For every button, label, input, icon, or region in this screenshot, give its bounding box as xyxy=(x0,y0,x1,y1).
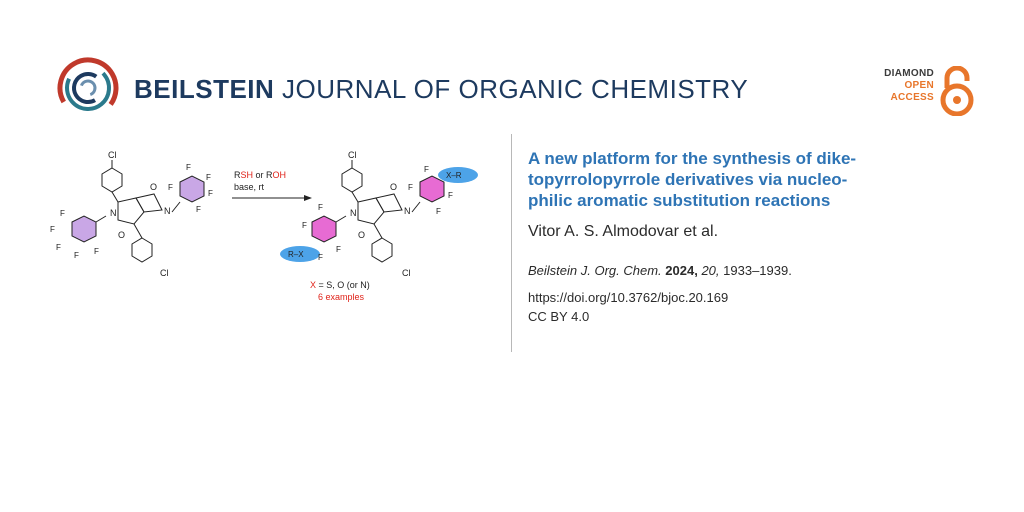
license-text: CC BY 4.0 xyxy=(528,309,590,324)
article-authors: Vitor A. S. Almodovar et al. xyxy=(528,223,719,240)
open-lock-icon xyxy=(940,66,974,116)
p-xr-highlight xyxy=(438,167,478,183)
article-title-line-3: philic aromatic substitution reactions xyxy=(528,191,831,210)
diamond-open-access-badge: DIAMOND OPEN ACCESS xyxy=(876,66,976,116)
article-citation: Beilstein J. Org. Chem. 2024, 20, 1933–1… xyxy=(528,263,998,278)
reaction-scheme: Cl O N N O Cl F F F F F F F F F F RSH or… xyxy=(50,150,478,302)
p-f-6: F xyxy=(302,221,307,230)
oa-line-diamond: DIAMOND xyxy=(884,68,934,79)
journal-header: BEILSTEIN JOURNAL OF ORGANIC CHEMISTRY D… xyxy=(56,56,976,120)
article-info: A new platform for the synthesis of dike… xyxy=(528,148,998,324)
journal-title-rest: JOURNAL OF ORGANIC CHEMISTRY xyxy=(282,74,749,104)
oa-line-open: OPEN xyxy=(904,80,934,91)
p-xr-label: X–R xyxy=(446,171,462,180)
p-f-2: F xyxy=(448,191,453,200)
product: Cl O N N O Cl X–R F F F F R–X F F F F xyxy=(280,150,478,278)
reaction-arrowhead xyxy=(304,195,312,201)
p-n-right: N xyxy=(404,206,411,216)
sm-f-5: F xyxy=(168,183,173,192)
reagent-line-1: RSH or ROH xyxy=(234,170,286,180)
sm-f-7: F xyxy=(50,225,55,234)
p-cl-bottom: Cl xyxy=(402,268,411,278)
sm-f-8: F xyxy=(56,243,61,252)
citation-year: 2024, xyxy=(665,263,698,278)
reaction-arrow-group: RSH or ROH base, rt xyxy=(232,170,312,201)
beilstein-logo-icon xyxy=(57,57,119,119)
p-f-1: F xyxy=(424,165,429,174)
sm-o-top: O xyxy=(150,182,157,192)
sm-f-3: F xyxy=(208,189,213,198)
article-title: A new platform for the synthesis of dike… xyxy=(528,148,998,211)
p-rx-highlight xyxy=(280,246,320,262)
article-title-line-1: A new platform for the synthesis of dike… xyxy=(528,149,857,168)
reagent-line-2: base, rt xyxy=(234,182,265,192)
sm-cl-bottom: Cl xyxy=(160,268,169,278)
doi-link[interactable]: https://doi.org/10.3762/bjoc.20.169 xyxy=(528,290,729,305)
sm-f-2: F xyxy=(206,173,211,182)
examples-count: 6 examples xyxy=(318,292,365,302)
p-f-3: F xyxy=(436,207,441,216)
journal-title: BEILSTEIN JOURNAL OF ORGANIC CHEMISTRY xyxy=(134,74,748,105)
p-f-8: F xyxy=(336,245,341,254)
p-rx-label: R–X xyxy=(288,250,304,259)
citation-journal: Beilstein J. Org. Chem. xyxy=(528,263,662,278)
p-f-7: F xyxy=(318,253,323,262)
sm-f-4: F xyxy=(196,205,201,214)
sm-n-right: N xyxy=(164,206,171,216)
article-title-line-2: topyrrolopyrrole derivatives via nucleo- xyxy=(528,170,848,189)
sm-f-6: F xyxy=(60,209,65,218)
sm-o-bottom: O xyxy=(118,230,125,240)
vertical-divider xyxy=(511,134,512,352)
sm-n-left: N xyxy=(110,208,117,218)
sm-f-10: F xyxy=(94,247,99,256)
sm-f-1: F xyxy=(186,163,191,172)
p-cl-top: Cl xyxy=(348,150,357,160)
p-n-left: N xyxy=(350,208,357,218)
sm-cl-top: Cl xyxy=(108,150,117,160)
p-f-4: F xyxy=(408,183,413,192)
journal-title-bold: BEILSTEIN xyxy=(134,74,275,104)
p-o-top: O xyxy=(390,182,397,192)
p-f-5: F xyxy=(318,203,323,212)
citation-pages: 1933–1939. xyxy=(723,263,792,278)
starting-material: Cl O N N O Cl F F F F F F F F F F xyxy=(50,150,213,278)
sm-f-9: F xyxy=(74,251,79,260)
p-o-bottom: O xyxy=(358,230,365,240)
oa-line-access: ACCESS xyxy=(890,92,934,103)
citation-volume: 20, xyxy=(701,263,720,278)
x-definition: X = S, O (or N) xyxy=(310,280,370,290)
